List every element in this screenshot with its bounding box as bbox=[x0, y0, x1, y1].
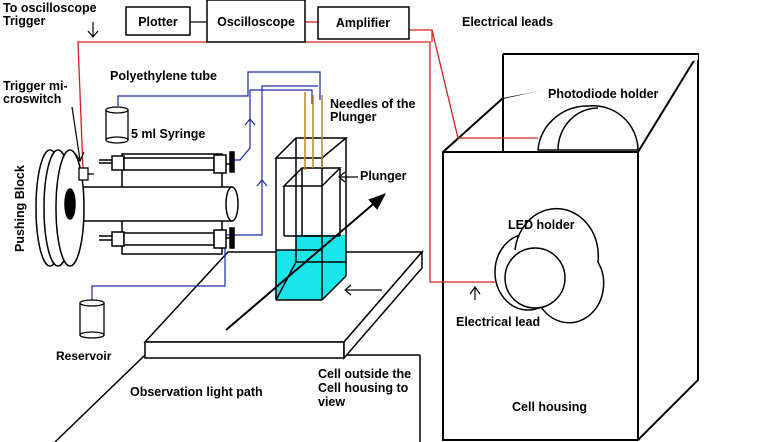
trigger-label-1: Trigger mi- bbox=[3, 79, 68, 93]
led-lead bbox=[300, 41, 495, 283]
electrical-leads-label: Electrical leads bbox=[462, 15, 553, 29]
photodiode-lead bbox=[409, 29, 538, 139]
pushing-block-label: Pushing Block bbox=[13, 165, 27, 252]
led-holder-label: LED holder bbox=[508, 218, 575, 232]
syringe-reservoir bbox=[105, 106, 129, 144]
plunger-needles bbox=[304, 92, 323, 170]
photodiode-holder bbox=[537, 104, 639, 151]
trigger-label-2: croswitch bbox=[3, 92, 61, 106]
observation-light-path-label: Observation light path bbox=[130, 385, 263, 399]
plotter-label: Plotter bbox=[138, 15, 178, 29]
light-path-arrow bbox=[225, 193, 387, 331]
electrical-leads bbox=[77, 21, 538, 283]
cell-outside-label-2: Cell housing to bbox=[318, 381, 409, 395]
trigger-microswitch bbox=[78, 167, 94, 181]
amplifier-box: Amplifier bbox=[317, 6, 410, 40]
oscilloscope-label: Oscilloscope bbox=[217, 15, 295, 29]
polyethylene-tube-label: Polyethylene tube bbox=[110, 69, 217, 83]
photodiode-holder-label: Photodiode holder bbox=[548, 87, 659, 101]
pointer-arrows bbox=[71, 22, 481, 300]
plotter-box: Plotter bbox=[125, 6, 191, 36]
pushing-block bbox=[35, 149, 85, 267]
trigger-lead bbox=[77, 41, 208, 171]
reservoir bbox=[79, 299, 105, 339]
cell-housing-label: Cell housing bbox=[512, 400, 587, 414]
cell-outside-label-3: view bbox=[318, 395, 345, 409]
oscilloscope-box: Oscilloscope bbox=[206, 0, 306, 43]
to-oscilloscope-label-2: Trigger bbox=[3, 14, 46, 28]
drive-shaft bbox=[71, 186, 239, 222]
reservoir-label: Reservoir bbox=[56, 349, 112, 363]
observation-cell bbox=[274, 137, 349, 301]
cell-outside-label-1: Cell outside the bbox=[318, 367, 411, 381]
needles-label-1: Needles of the bbox=[330, 97, 415, 111]
plunger-label: Plunger bbox=[360, 169, 407, 183]
needles-label-2: Plunger bbox=[330, 110, 377, 124]
to-oscilloscope-label-1: To oscilloscope bbox=[3, 1, 97, 15]
led-holder bbox=[494, 207, 605, 324]
amplifier-label: Amplifier bbox=[336, 16, 390, 30]
syringe-label: 5 ml Syringe bbox=[131, 127, 205, 141]
tube-arrow bbox=[244, 118, 268, 187]
electrical-lead-label: Electrical lead bbox=[456, 315, 540, 329]
